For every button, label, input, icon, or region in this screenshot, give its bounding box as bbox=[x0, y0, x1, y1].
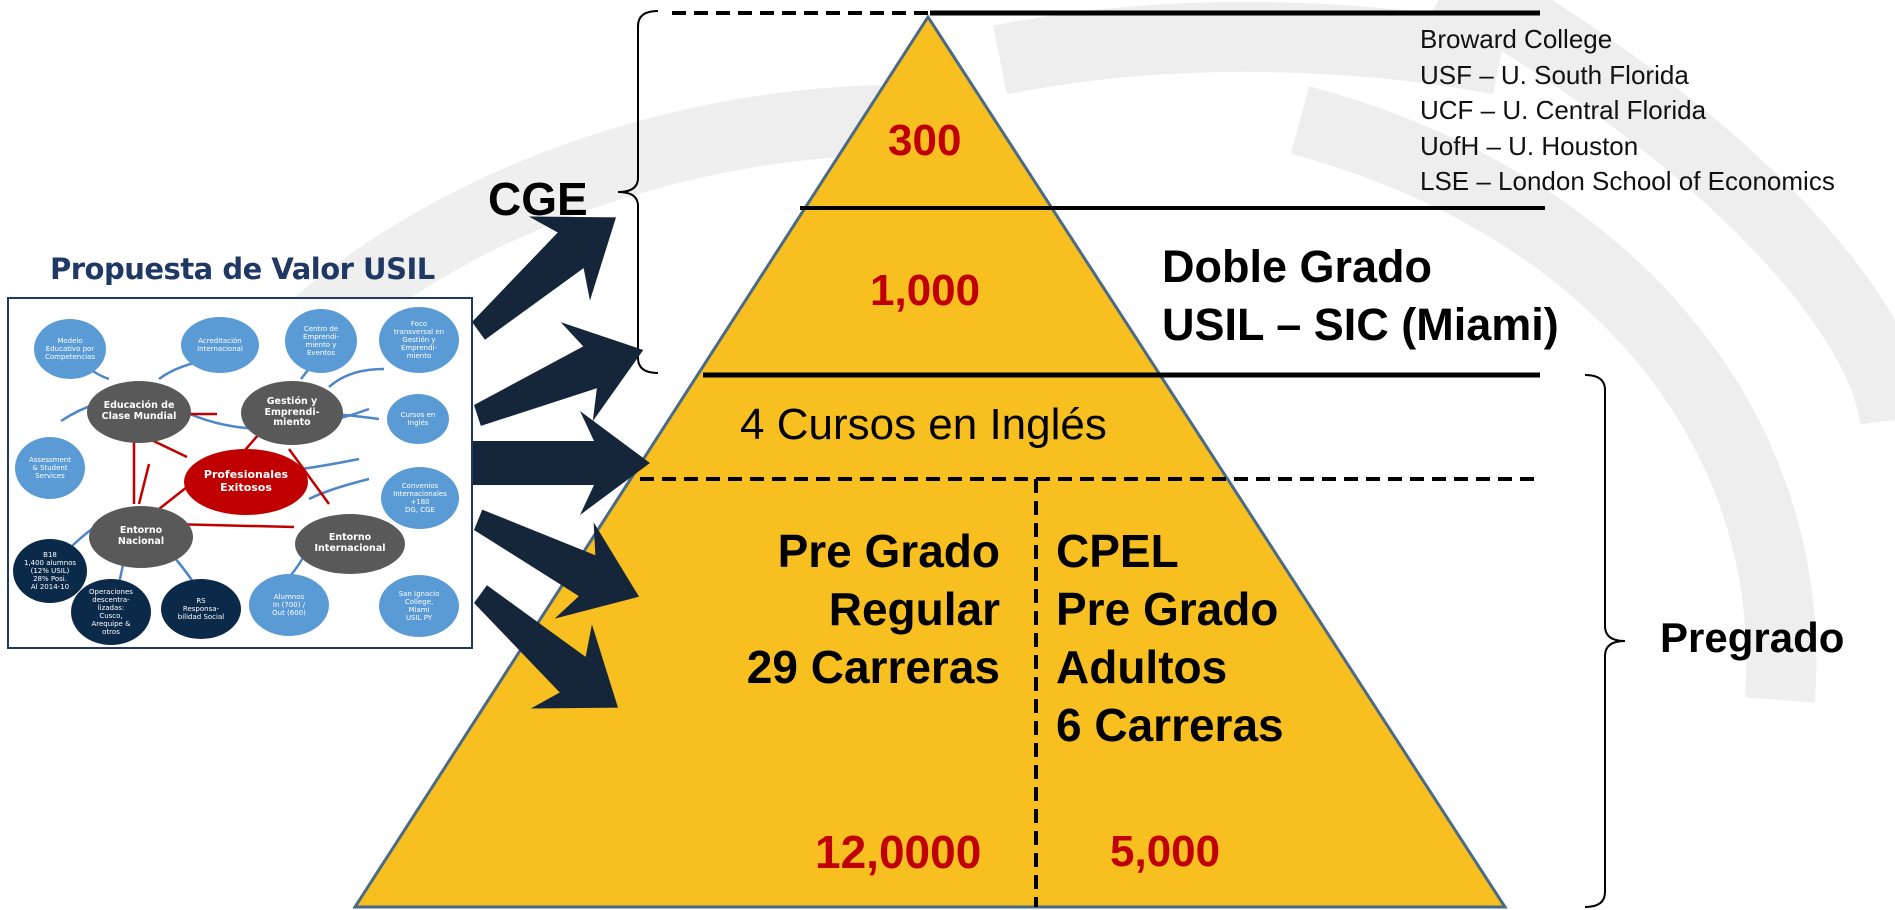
satellite-assessment: Assessment & Student Services bbox=[15, 437, 85, 499]
propuesta-diagram: Modelo Educativo por Competencias Acredi… bbox=[7, 297, 473, 649]
hub-entorno-nacional: Entorno Nacional bbox=[89, 506, 193, 568]
satellite-convenios: Convenios Internacionales +180 DG, CGE bbox=[381, 467, 459, 529]
hub-educacion: Educación de Clase Mundial bbox=[87, 381, 191, 443]
satellite-alumnos: Alumnos In (700) / Out (600) bbox=[249, 574, 329, 636]
satellite-b18: B18 1,400 alumnos (12% USIL) 28% Posi. A… bbox=[13, 539, 87, 603]
doble-tier-value: 1,000 bbox=[870, 266, 981, 315]
university-item: UofH – U. Houston bbox=[1420, 130, 1639, 161]
top-tier-value: 300 bbox=[888, 116, 962, 165]
pregrado-regular-value: 12,0000 bbox=[815, 826, 982, 878]
university-item: Broward College bbox=[1420, 24, 1613, 54]
satellite-rs: RS Responsa- bilidad Social bbox=[161, 579, 241, 639]
arrow-1 bbox=[472, 216, 617, 340]
satellite-operaciones: Operaciones descentra- lizadas: Cusco, A… bbox=[71, 579, 151, 645]
satellite-foco-transversal: Foco transversal en Gestión y Emprendi- … bbox=[379, 307, 459, 373]
university-item: UCF – U. Central Florida bbox=[1420, 95, 1707, 125]
hub-entorno-internacional: Entorno Internacional bbox=[295, 514, 405, 574]
satellite-competencias: Modelo Educativo por Competencias bbox=[34, 319, 106, 379]
propuesta-title: Propuesta de Valor USIL bbox=[50, 252, 435, 286]
arrow-2 bbox=[474, 322, 644, 426]
arrow-3 bbox=[472, 411, 650, 515]
cpel-label: CPEL Pre Grado Adultos 6 Carreras bbox=[1056, 525, 1284, 751]
pregrado-brace bbox=[1584, 374, 1626, 908]
university-list: Broward College USF – U. South Florida U… bbox=[1420, 22, 1835, 200]
pregrado-brace-label: Pregrado bbox=[1660, 614, 1845, 661]
center-profesionales: Profesionales Exitosos bbox=[184, 449, 308, 515]
cge-brace-label: CGE bbox=[488, 173, 588, 225]
pregrado-regular-label: Pre Grado Regular 29 Carreras bbox=[746, 525, 1000, 693]
satellite-acreditacion: Acreditación Internacional bbox=[181, 317, 259, 373]
arrows bbox=[472, 216, 650, 709]
cpel-value: 5,000 bbox=[1110, 827, 1221, 876]
arrow-5 bbox=[474, 585, 619, 709]
satellite-cursos-ingles: Cursos en Inglés bbox=[387, 394, 449, 444]
hub-gestion: Gestión y Emprendi- miento bbox=[241, 381, 343, 445]
doble-grado-label: Doble Grado USIL – SIC (Miami) bbox=[1162, 241, 1559, 350]
arrow-4 bbox=[474, 509, 640, 619]
university-item: LSE – London School of Economics bbox=[1420, 166, 1835, 196]
university-item: USF – U. South Florida bbox=[1420, 59, 1689, 90]
cursos-label: 4 Cursos en Inglés bbox=[740, 400, 1107, 449]
satellite-san-ignacio: San Ignacio College, Miami USIL PY bbox=[379, 575, 459, 637]
cge-brace bbox=[617, 10, 659, 374]
satellite-centro-emprendimiento: Centro de Emprendi- miento y Eventos bbox=[285, 309, 357, 373]
